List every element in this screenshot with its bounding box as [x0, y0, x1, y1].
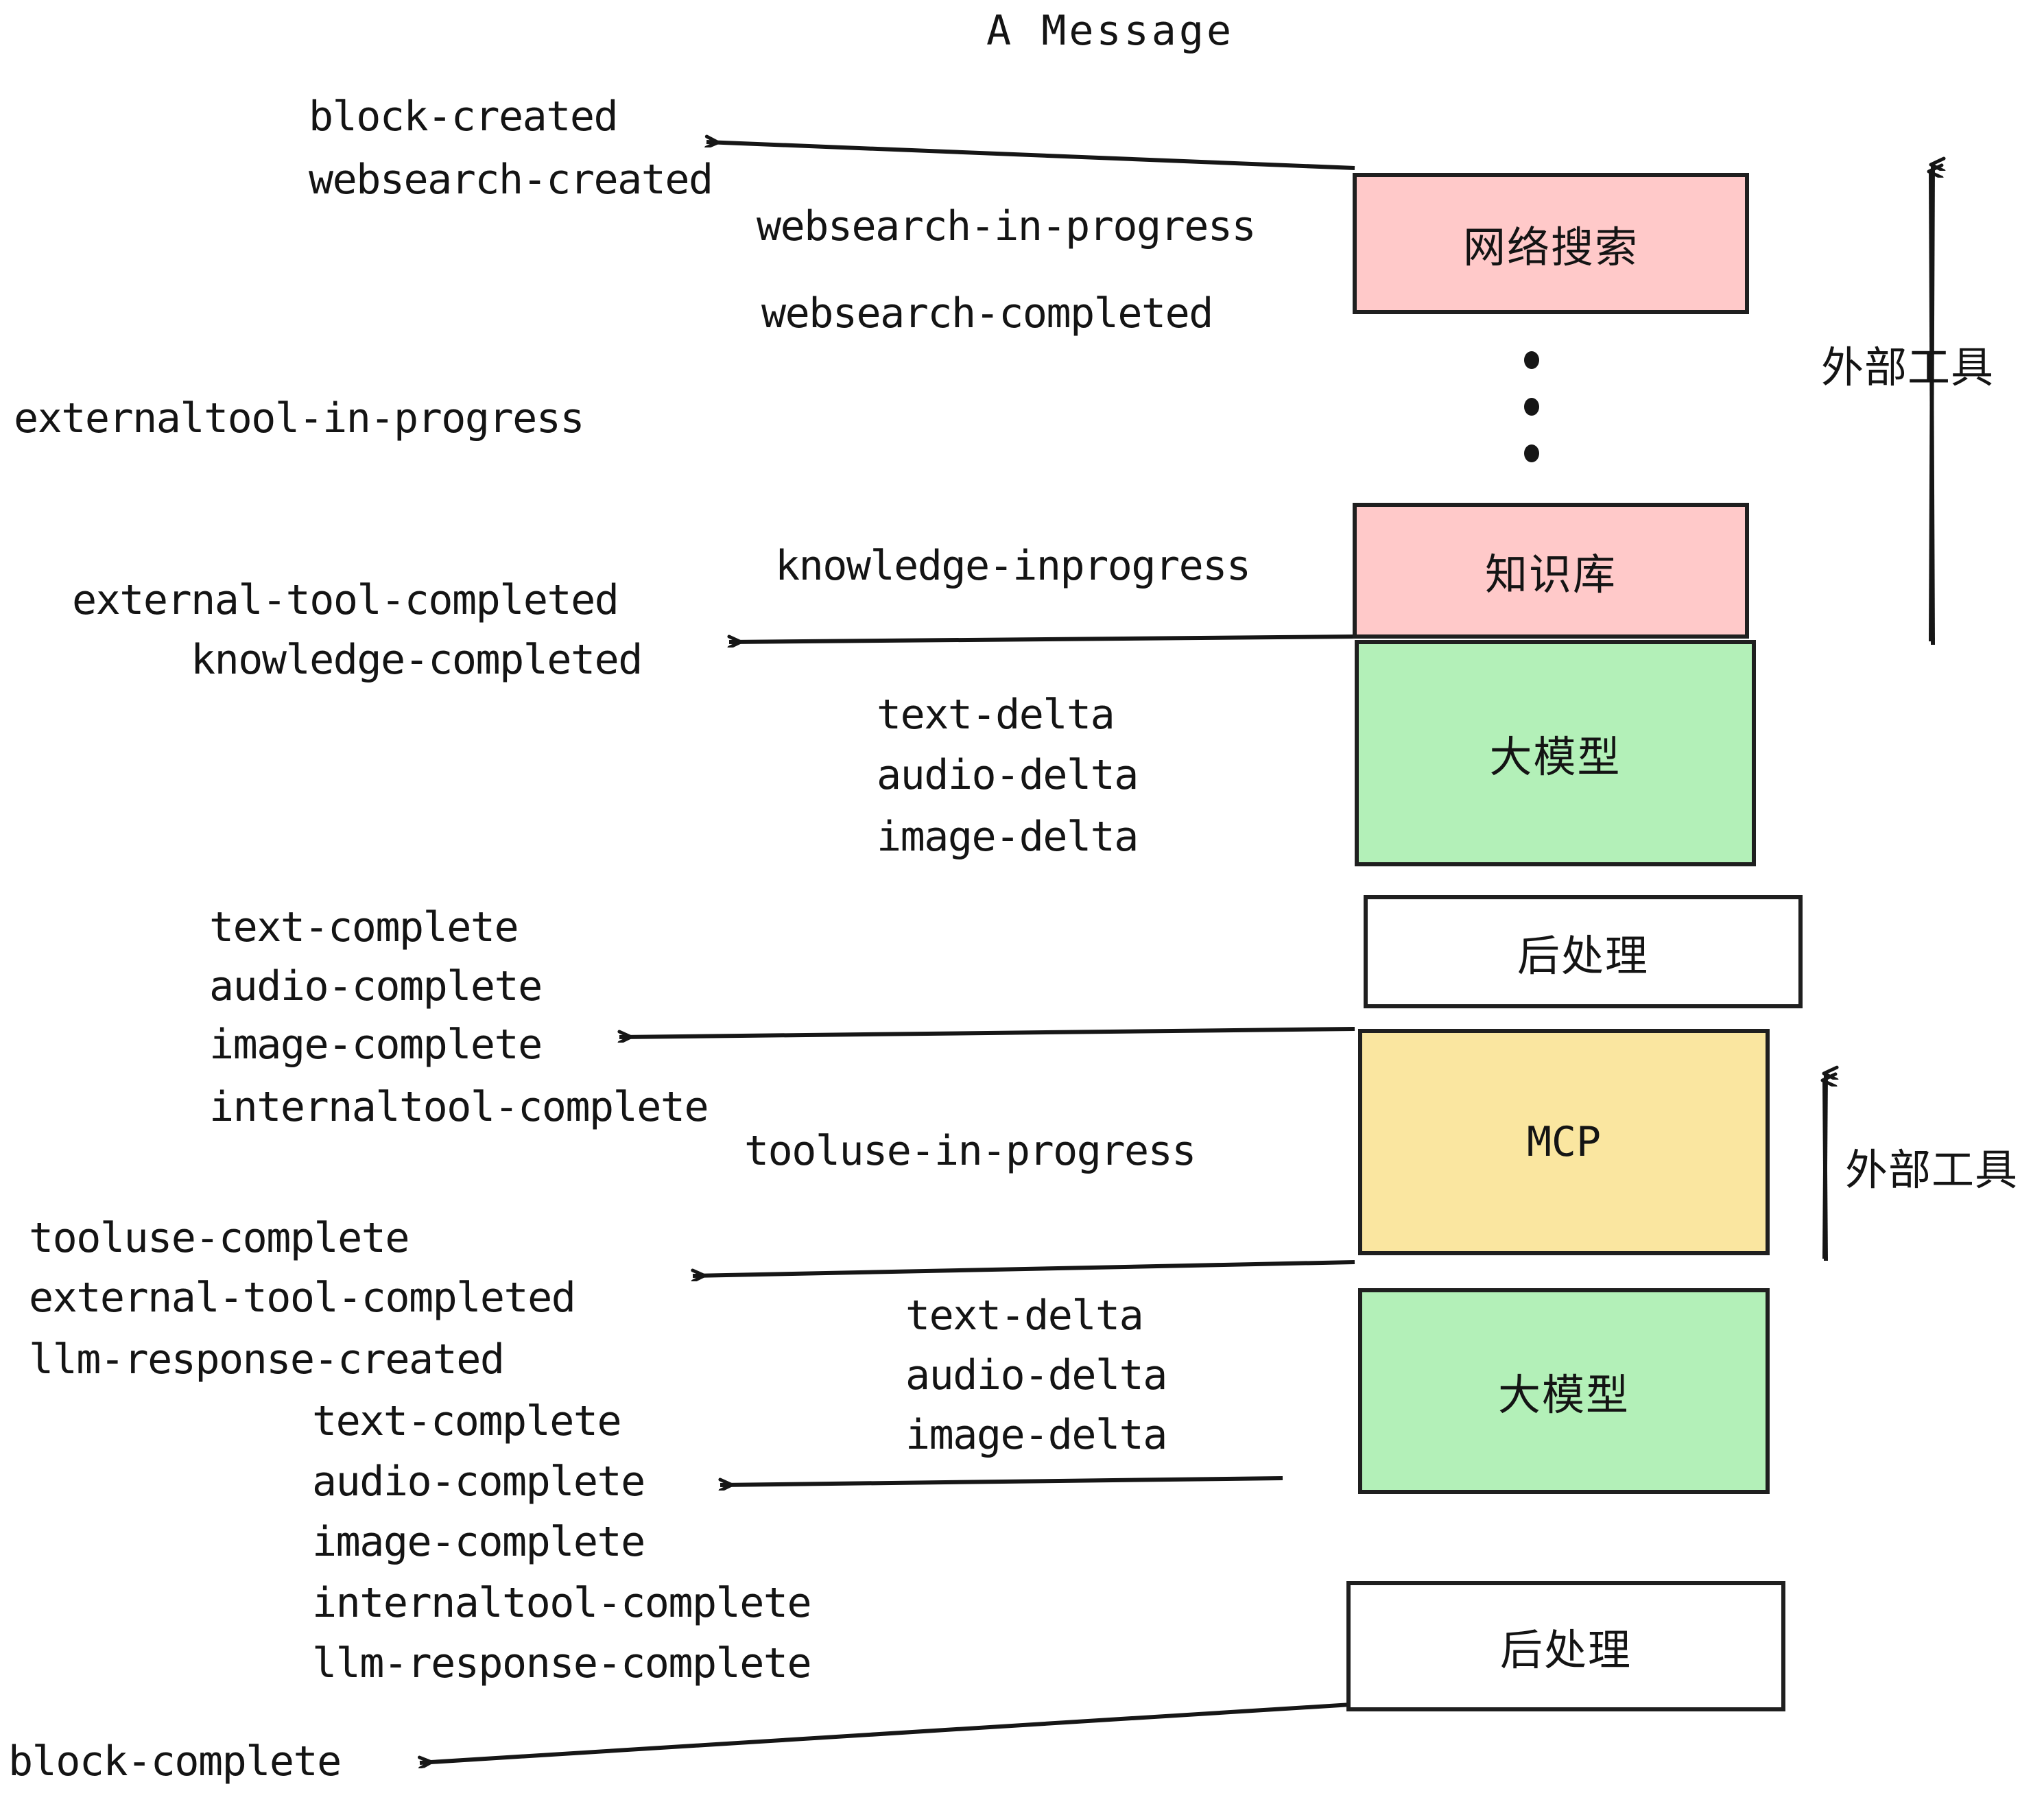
event-knowledge-inprogress: knowledge-inprogress	[775, 542, 1251, 590]
box-websearch: 网络搜索	[1353, 173, 1749, 314]
event-audio-delta-2: audio-delta	[905, 1351, 1167, 1399]
box-postprocess-top: 后处理	[1364, 895, 1803, 1008]
box-llm-bottom: 大模型	[1358, 1288, 1770, 1494]
event-llm-response-complete: llm-response-complete	[312, 1639, 812, 1687]
arrow-knowledge-to-completed	[729, 634, 1355, 642]
event-llm-response-created: llm-response-created	[29, 1336, 505, 1384]
event-external-tool-completed-2: external-tool-completed	[29, 1274, 576, 1322]
event-tooluse-in-progress: tooluse-in-progress	[744, 1127, 1196, 1175]
box-llm-bottom-label: 大模型	[1497, 1370, 1630, 1420]
event-text-complete-1: text-complete	[209, 903, 519, 951]
box-websearch-label: 网络搜索	[1462, 222, 1639, 272]
ellipsis-dot-2	[1524, 398, 1539, 416]
event-internaltool-complete-2: internaltool-complete	[312, 1579, 812, 1627]
box-mcp-label: MCP	[1526, 1118, 1602, 1166]
box-knowledge-label: 知识库	[1484, 549, 1617, 600]
event-knowledge-completed: knowledge-completed	[191, 636, 643, 684]
event-websearch-in-progress: websearch-in-progress	[757, 202, 1257, 250]
ellipsis-dot-1	[1524, 351, 1539, 369]
event-image-complete-1: image-complete	[209, 1021, 543, 1069]
arrow-postprocess-to-block-complete	[420, 1702, 1352, 1763]
event-audio-complete-1: audio-complete	[209, 962, 543, 1010]
diagram-title: A Message	[986, 7, 1235, 55]
arrow-websearch-to-block-created	[706, 142, 1355, 170]
event-websearch-completed: websearch-completed	[761, 289, 1213, 337]
box-postprocess-bottom: 后处理	[1346, 1581, 1785, 1711]
event-text-delta-1: text-delta	[877, 691, 1115, 739]
ellipsis-dot-3	[1524, 444, 1539, 462]
event-websearch-created: websearch-created	[309, 156, 713, 204]
box-mcp: MCP	[1358, 1029, 1770, 1255]
event-text-complete-2: text-complete	[312, 1397, 622, 1445]
event-block-complete: block-complete	[8, 1737, 342, 1785]
box-postprocess-top-label: 后处理	[1517, 930, 1649, 981]
arrow-mcp-to-tooluse-complete	[693, 1260, 1355, 1276]
box-llm-top: 大模型	[1355, 640, 1756, 866]
arrow-postprocess-to-image-complete	[619, 1027, 1355, 1037]
event-image-complete-2: image-complete	[312, 1518, 645, 1566]
box-llm-top-label: 大模型	[1489, 732, 1621, 782]
label-external-tool-top: 外部工具	[1821, 342, 1995, 392]
event-externaltool-in-progress: externaltool-in-progress	[14, 394, 584, 442]
event-block-created: block-created	[309, 93, 619, 141]
label-external-tool-bottom: 外部工具	[1845, 1145, 2019, 1195]
event-audio-complete-2: audio-complete	[312, 1458, 645, 1506]
event-image-delta-2: image-delta	[905, 1411, 1167, 1459]
external-tool-range-bottom	[1825, 1073, 1826, 1261]
event-text-delta-2: text-delta	[905, 1292, 1144, 1340]
event-tooluse-complete: tooluse-complete	[29, 1214, 409, 1262]
event-internaltool-complete-1: internaltool-complete	[209, 1083, 709, 1131]
external-tool-range-top	[1931, 165, 1933, 645]
arrow-llm-to-audio-complete	[720, 1476, 1283, 1485]
event-external-tool-completed-1: external-tool-completed	[72, 576, 619, 624]
box-postprocess-bottom-label: 后处理	[1499, 1625, 1632, 1675]
event-image-delta-1: image-delta	[877, 813, 1139, 861]
event-audio-delta-1: audio-delta	[877, 751, 1139, 799]
box-knowledge: 知识库	[1353, 503, 1749, 639]
